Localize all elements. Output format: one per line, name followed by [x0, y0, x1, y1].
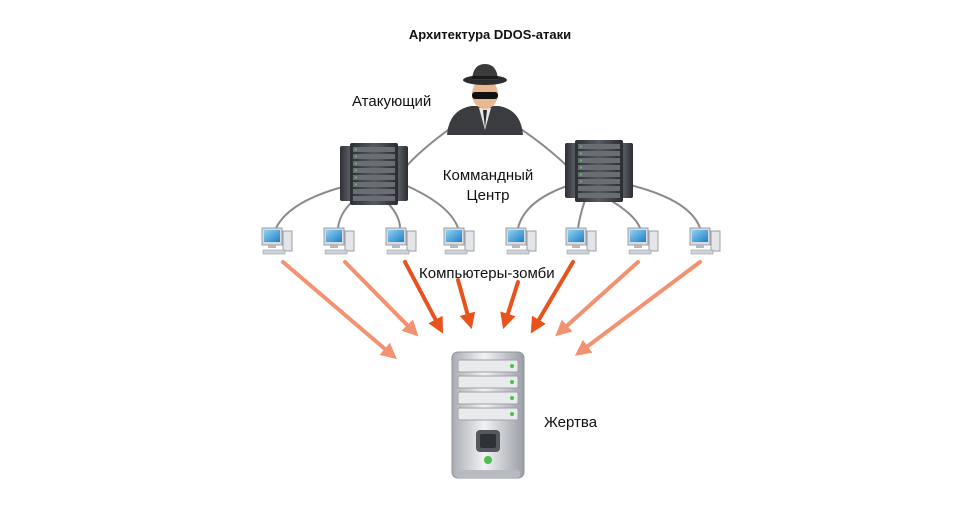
arrow-pc8: [574, 260, 702, 356]
command-center-label-line2: Центр: [466, 187, 510, 204]
desktop-computer-icon: [323, 227, 355, 255]
desktop-computer-icon: [689, 227, 721, 255]
desktop-computer-icon: [261, 227, 293, 255]
command-center-label: Коммандный Центр: [438, 166, 538, 206]
link-cc1-pc1: [275, 184, 351, 229]
link-cc2-pc8: [629, 184, 701, 229]
link-cc2-pc6: [577, 199, 586, 229]
arrow-pc2: [343, 260, 419, 337]
diagram-title: Архитектура DDOS-атаки: [408, 27, 572, 42]
arrow-pc6: [530, 260, 575, 334]
server-rack-icon: [565, 140, 633, 202]
desktop-computer-icon: [385, 227, 417, 255]
arrow-pc3: [403, 260, 443, 334]
zombies-label: Компьютеры-зомби: [419, 265, 555, 282]
attack-arrows: [281, 260, 702, 360]
arrow-pc5: [500, 280, 520, 330]
link-cc2-pc7: [609, 199, 641, 229]
command-center-label-line1: Коммандный: [442, 167, 534, 184]
desktop-computer-icon: [565, 227, 597, 255]
arrow-pc7: [555, 260, 640, 337]
hacker-icon: [447, 64, 523, 135]
zombie-computers: [261, 227, 721, 255]
desktop-computer-icon: [627, 227, 659, 255]
link-attacker-right: [514, 124, 567, 166]
desktop-computer-icon: [505, 227, 537, 255]
server-rack-icon: [340, 143, 408, 205]
server-tower-icon: [451, 351, 525, 479]
attacker-label: Атакующий: [352, 93, 432, 110]
arrow-pc4: [456, 278, 476, 330]
arrow-pc1: [281, 260, 397, 360]
victim-label: Жертва: [544, 414, 598, 431]
desktop-computer-icon: [443, 227, 475, 255]
link-cc2-pc5: [517, 184, 571, 229]
command-links: [275, 184, 701, 229]
link-cc1-pc4: [404, 184, 459, 229]
